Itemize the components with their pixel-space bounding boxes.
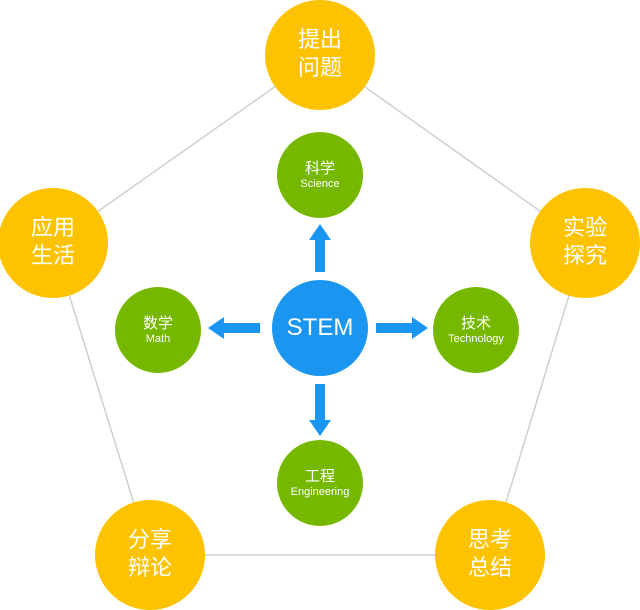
node-label-line2: 问题 <box>297 56 342 81</box>
node-label-line1: 提出 <box>297 28 342 53</box>
process-node-ask-question: 提出 问题 <box>265 0 375 110</box>
subject-node-science: 科学 Science <box>277 132 363 218</box>
subject-node-technology: 技术 Technology <box>433 287 519 373</box>
node-label-line1: 实验 <box>562 216 607 241</box>
arrow-right-icon <box>376 317 428 339</box>
arrow-down-icon <box>309 384 331 436</box>
subject-en: Math <box>145 333 171 345</box>
subject-node-math: 数学 Math <box>115 287 201 373</box>
node-label-line2: 辩论 <box>127 556 172 581</box>
node-label-line2: 生活 <box>30 244 75 269</box>
subject-zh: 工程 <box>304 467 335 485</box>
process-node-share: 分享 辩论 <box>95 500 205 610</box>
stem-center-node: STEM <box>272 280 368 376</box>
arrows <box>208 224 428 436</box>
arrow-left-icon <box>208 317 260 339</box>
node-label-line2: 总结 <box>467 556 512 581</box>
subject-en: Science <box>300 178 340 190</box>
process-node-apply: 应用 生活 <box>0 188 108 298</box>
process-node-reflect: 思考 总结 <box>435 500 545 610</box>
stem-label: STEM <box>286 314 354 341</box>
node-label-line2: 探究 <box>562 244 607 269</box>
arrow-up-icon <box>309 224 331 272</box>
subject-zh: 科学 <box>304 159 335 177</box>
subject-en: Technology <box>448 333 504 345</box>
node-label-line1: 思考 <box>467 528 512 553</box>
subject-zh: 数学 <box>142 314 173 332</box>
node-label-line1: 应用 <box>30 216 75 241</box>
subject-zh: 技术 <box>460 314 491 332</box>
node-label-line1: 分享 <box>127 528 172 553</box>
subject-node-engineering: 工程 Engineering <box>277 440 363 526</box>
process-node-experiment: 实验 探究 <box>530 188 640 298</box>
subject-en: Engineering <box>290 486 350 498</box>
